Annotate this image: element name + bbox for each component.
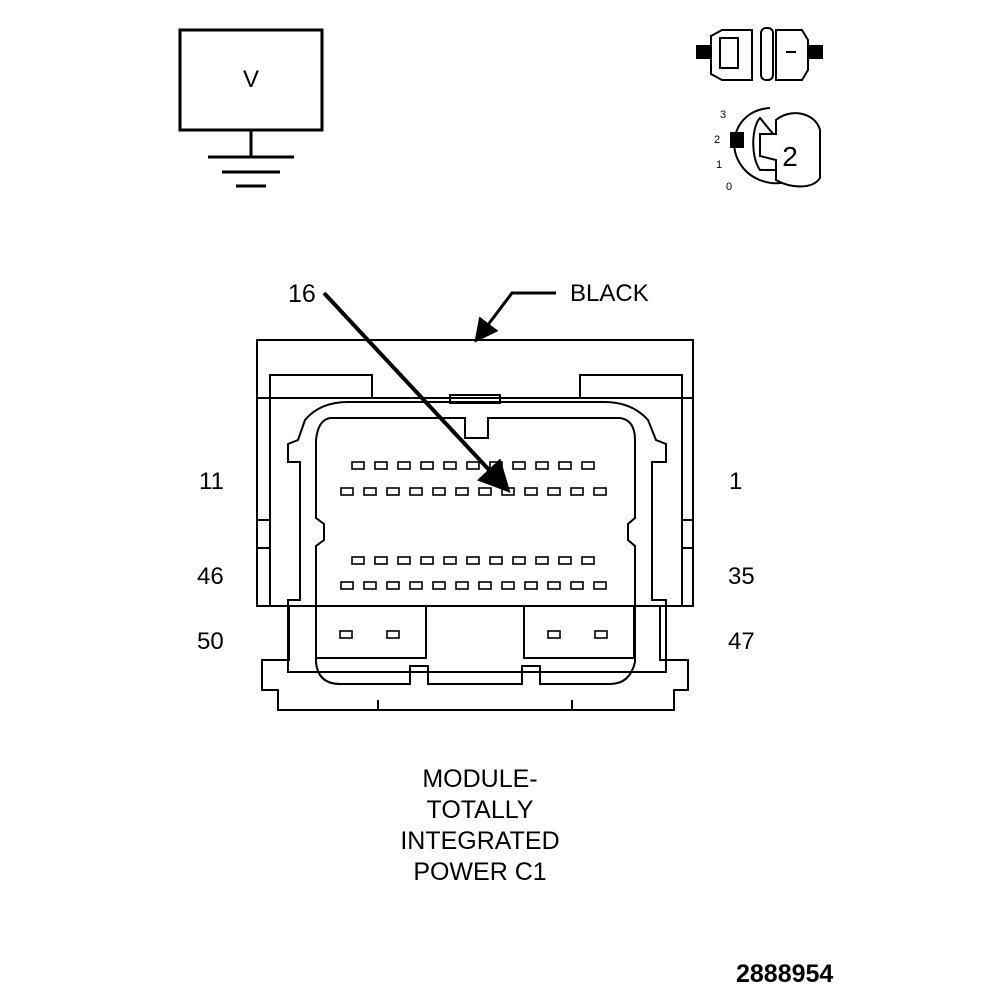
pin-cavity bbox=[512, 556, 526, 565]
pin-label-46: 46 bbox=[197, 563, 224, 590]
pin-label-11: 11 bbox=[199, 468, 224, 495]
ignition-tick-0: 0 bbox=[726, 181, 732, 193]
pin-cavity bbox=[570, 487, 584, 496]
pin-cavity bbox=[501, 581, 515, 590]
pin-cavity bbox=[489, 461, 503, 470]
pin-cavity bbox=[351, 461, 365, 470]
pin-cavity bbox=[432, 487, 446, 496]
pin-cavity bbox=[409, 581, 423, 590]
pin-cavity bbox=[478, 487, 492, 496]
pin-callout-label: 16 bbox=[288, 280, 316, 308]
caption-line: POWER C1 bbox=[413, 858, 547, 886]
connector-disconnected-icon bbox=[696, 27, 823, 81]
pin-cavity bbox=[547, 630, 561, 639]
pin-cavity bbox=[397, 556, 411, 565]
pin-cavity bbox=[363, 581, 377, 590]
pin-cavity bbox=[386, 487, 400, 496]
pin-cavity bbox=[420, 556, 434, 565]
color-callout-label: BLACK bbox=[570, 280, 649, 307]
pin-cavity bbox=[351, 556, 365, 565]
ignition-tick-3: 3 bbox=[720, 109, 726, 121]
pin-cavity bbox=[466, 461, 480, 470]
pin-cavity bbox=[420, 461, 434, 470]
pin-cavity bbox=[524, 581, 538, 590]
caption-line: MODULE- bbox=[422, 765, 538, 793]
connector-housing bbox=[256, 339, 694, 711]
pin-cavities bbox=[339, 461, 608, 639]
pin-label-47: 47 bbox=[728, 628, 755, 655]
pin-cavity bbox=[340, 487, 354, 496]
pin-cavity bbox=[397, 461, 411, 470]
voltmeter-label: V bbox=[243, 66, 259, 93]
pin-cavity bbox=[466, 556, 480, 565]
figure-id: 2888954 bbox=[736, 960, 834, 988]
color-callout-leader bbox=[474, 291, 556, 343]
pin-cavity bbox=[581, 461, 595, 470]
connector-caption: MODULE- TOTALLY INTEGRATED POWER C1 bbox=[330, 764, 630, 888]
pin-cavity bbox=[593, 581, 607, 590]
pin-cavity bbox=[409, 487, 423, 496]
pin-cavity bbox=[501, 487, 515, 496]
pin-cavity bbox=[593, 487, 607, 496]
pin-cavity bbox=[558, 461, 572, 470]
pin-cavity bbox=[535, 556, 549, 565]
pin-cavity bbox=[340, 581, 354, 590]
pin-cavity bbox=[489, 556, 503, 565]
pin-cavity bbox=[339, 630, 353, 639]
ignition-position: 2 bbox=[782, 141, 798, 172]
pin-cavity bbox=[478, 581, 492, 590]
pin-cavity bbox=[547, 487, 561, 496]
caption-line: INTEGRATED bbox=[400, 827, 560, 855]
pin-cavity bbox=[386, 581, 400, 590]
pin-cavity bbox=[386, 630, 400, 639]
ignition-tick-2: 2 bbox=[714, 134, 720, 146]
pin-cavity bbox=[581, 556, 595, 565]
pin-cavity bbox=[443, 461, 457, 470]
pin-cavity bbox=[455, 581, 469, 590]
pin-cavity bbox=[374, 461, 388, 470]
pin-cavity bbox=[594, 630, 608, 639]
pin-cavity bbox=[570, 581, 584, 590]
pin-cavity bbox=[432, 581, 446, 590]
voltmeter-icon bbox=[178, 28, 324, 188]
ignition-switch-icon bbox=[730, 107, 821, 188]
pin-cavity bbox=[363, 487, 377, 496]
ignition-tick-1: 1 bbox=[716, 159, 722, 171]
pin-cavity bbox=[443, 556, 457, 565]
pin-cavity bbox=[512, 461, 526, 470]
pin-label-35: 35 bbox=[728, 563, 755, 590]
pin-label-1: 1 bbox=[729, 468, 742, 495]
caption-line: TOTALLY bbox=[426, 796, 534, 824]
pin-label-50: 50 bbox=[197, 628, 224, 655]
pin-cavity bbox=[547, 581, 561, 590]
pin-16-arrow bbox=[322, 291, 511, 493]
pin-cavity bbox=[374, 556, 388, 565]
pin-cavity bbox=[535, 461, 549, 470]
pin-cavity bbox=[455, 487, 469, 496]
pin-cavity bbox=[524, 487, 538, 496]
pin-cavity bbox=[558, 556, 572, 565]
